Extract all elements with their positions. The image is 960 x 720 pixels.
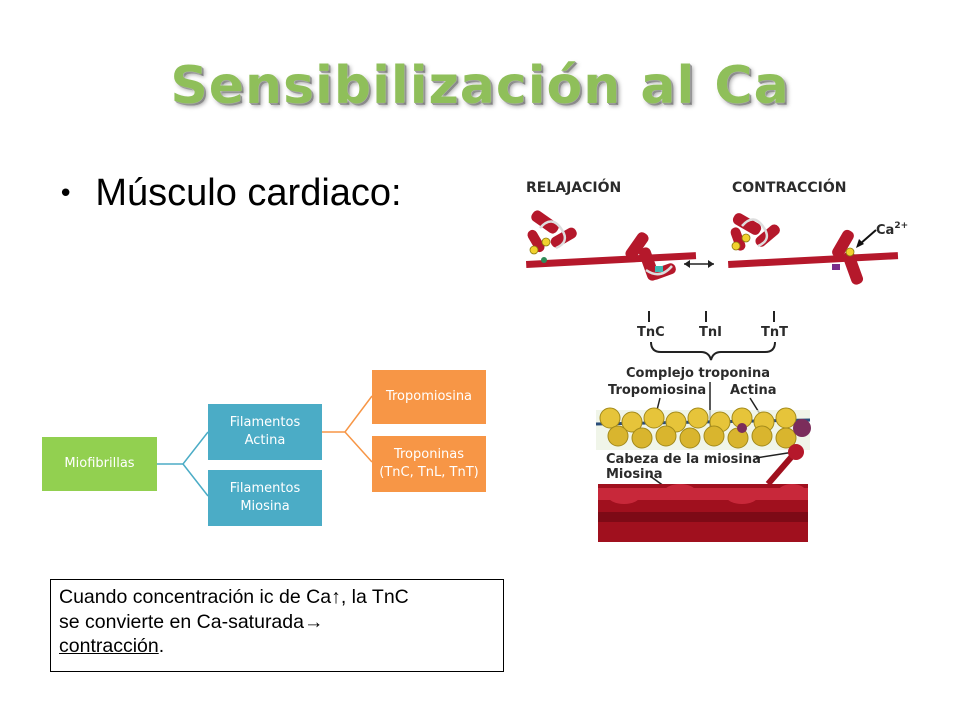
node-miosina-line1: Filamentos [229, 481, 301, 497]
node-miosina-line2: Miosina [240, 499, 290, 514]
node-miofibrillas-label: Miofibrillas [64, 456, 135, 472]
note-box: Cuando concentración ic de Ca↑, la TnC s… [50, 579, 504, 672]
note-line2-text: se convierte en Ca-saturada [59, 610, 304, 633]
bullet-text: Músculo cardiaco: [95, 172, 402, 214]
label-tni: TnI [699, 325, 722, 340]
label-contraccion: CONTRACCIÓN [732, 178, 846, 196]
node-troponinas: Troponinas (TnC, TnL, TnT) [372, 436, 486, 492]
label-tnc: TnC [637, 325, 665, 340]
label-cabeza-miosina: Cabeza de la miosina [606, 452, 761, 467]
node-actina-line1: Filamentos [229, 415, 301, 431]
troponin-complex-figure: RELAJACIÓN CONTRACCIÓN [526, 178, 908, 542]
node-tropomiosina-label: Tropomiosina [385, 389, 473, 405]
node-filamentos-actina: Filamentos Actina [208, 404, 322, 460]
thick-filament-icon [598, 444, 808, 542]
bullet-dot-icon: • [58, 178, 74, 209]
label-miosina: Miosina [606, 467, 663, 482]
label-relajacion: RELAJACIÓN [526, 178, 621, 196]
bullet-item: • Músculo cardiaco: [58, 172, 402, 215]
note-line1: Cuando concentración ic de Ca↑, la TnC [59, 586, 409, 608]
note-underlined-word: contracción [59, 635, 159, 658]
troponin-bracket-icon [648, 311, 776, 361]
node-filamentos-miosina: Filamentos Miosina [208, 470, 322, 526]
troponin-contracted-icon [727, 213, 899, 285]
node-miofibrillas: Miofibrillas [42, 437, 157, 491]
troponin-relaxed-icon [526, 210, 697, 281]
node-troponinas-line2: (TnC, TnL, TnT) [379, 465, 479, 480]
node-actina-line2: Actina [244, 433, 286, 448]
arrow-right-icon: → [303, 610, 324, 633]
label-complejo-troponina: Complejo troponina [626, 366, 770, 381]
label-tropomiosina: Tropomiosina [608, 383, 706, 398]
node-tropomiosina: Tropomiosina [372, 370, 486, 424]
note-line3: contracción. [59, 634, 495, 659]
label-actina: Actina [730, 383, 776, 398]
label-tnt: TnT [761, 325, 788, 340]
note-line2: se convierte en Ca-saturada→ [59, 610, 495, 635]
double-arrow-icon [684, 260, 714, 268]
thin-filament-icon [595, 407, 811, 450]
label-calcium: Ca2+ [876, 221, 908, 238]
node-troponinas-line1: Troponinas [393, 447, 465, 463]
note-period: . [158, 635, 165, 658]
slide-title: Sensibilización al Ca [170, 56, 790, 116]
